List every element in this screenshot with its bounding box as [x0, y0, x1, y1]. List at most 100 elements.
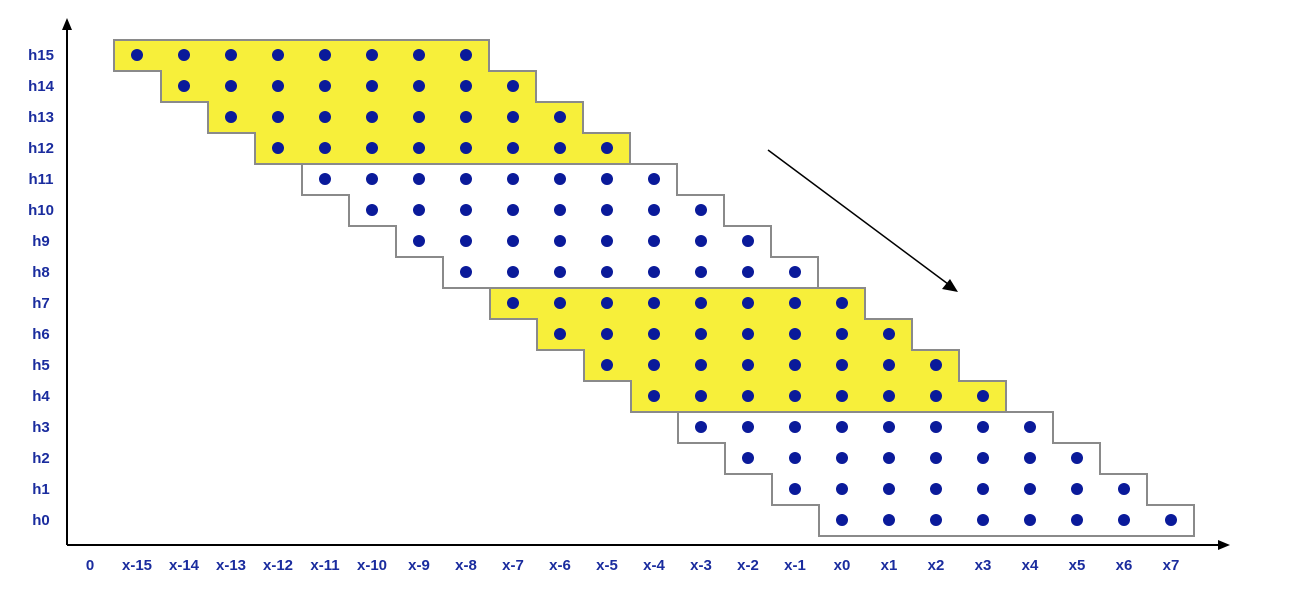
dot-h14-x-13 [225, 80, 237, 92]
dot-h6-x-2 [742, 328, 754, 340]
dot-h7-x-2 [742, 297, 754, 309]
dot-h12-x-7 [507, 142, 519, 154]
dot-h11-x-9 [413, 173, 425, 185]
row-label-h9: h9 [32, 233, 50, 250]
column-label-x-3: x-3 [690, 557, 712, 574]
y-axis-arrowhead [62, 18, 72, 30]
dot-h14-x-11 [319, 80, 331, 92]
column-label-x-13: x-13 [216, 557, 246, 574]
direction-arrow [767, 149, 958, 292]
dot-h10-x-6 [554, 204, 566, 216]
dot-h3-x4 [1024, 421, 1036, 433]
dot-h0-x2 [930, 514, 942, 526]
dot-h4-x-4 [648, 390, 660, 402]
dot-h3-x-2 [742, 421, 754, 433]
dot-h14-x-9 [413, 80, 425, 92]
dot-h3-x3 [977, 421, 989, 433]
dot-h14-x-8 [460, 80, 472, 92]
dot-h15-x-14 [178, 49, 190, 61]
dot-h6-x-4 [648, 328, 660, 340]
column-label-x-1: x-1 [784, 557, 806, 574]
direction-arrowhead [942, 279, 958, 292]
dot-h15-x-8 [460, 49, 472, 61]
dot-h2-x3 [977, 452, 989, 464]
dot-h10-x-9 [413, 204, 425, 216]
dot-h3-x1 [883, 421, 895, 433]
dot-h9-x-9 [413, 235, 425, 247]
dot-h11-x-6 [554, 173, 566, 185]
dot-h10-x-3 [695, 204, 707, 216]
dot-h2-x-1 [789, 452, 801, 464]
dot-h15-x-13 [225, 49, 237, 61]
direction-arrow-line [767, 149, 949, 285]
dot-h12-x-10 [366, 142, 378, 154]
dot-h13-x-8 [460, 111, 472, 123]
dot-h12-x-6 [554, 142, 566, 154]
dot-h0-x7 [1165, 514, 1177, 526]
dot-h13-x-6 [554, 111, 566, 123]
column-label-0: 0 [86, 557, 94, 574]
dot-h8-x-6 [554, 266, 566, 278]
blocks-layer [113, 39, 1195, 537]
dot-h9-x-2 [742, 235, 754, 247]
row-label-h12: h12 [28, 140, 54, 157]
row-label-h10: h10 [28, 202, 54, 219]
dot-h15-x-11 [319, 49, 331, 61]
row-label-h1: h1 [32, 481, 50, 498]
dot-h6-x1 [883, 328, 895, 340]
dot-h5-x-3 [695, 359, 707, 371]
dot-h8-x-3 [695, 266, 707, 278]
dot-h9-x-4 [648, 235, 660, 247]
dot-h5-x0 [836, 359, 848, 371]
dot-h9-x-6 [554, 235, 566, 247]
dot-h6-x-5 [601, 328, 613, 340]
dot-h8-x-7 [507, 266, 519, 278]
dot-h9-x-7 [507, 235, 519, 247]
row-label-h11: h11 [28, 171, 53, 188]
row-label-h7: h7 [32, 295, 50, 312]
dot-h10-x-5 [601, 204, 613, 216]
row-label-h14: h14 [28, 78, 55, 95]
column-label-x-6: x-6 [549, 557, 571, 574]
dot-h14-x-12 [272, 80, 284, 92]
dot-h13-x-10 [366, 111, 378, 123]
dot-h1-x5 [1071, 483, 1083, 495]
column-label-x3: x3 [975, 557, 992, 574]
column-label-x7: x7 [1163, 557, 1180, 574]
dot-h3-x-3 [695, 421, 707, 433]
dot-h1-x1 [883, 483, 895, 495]
dot-h6-x-6 [554, 328, 566, 340]
dot-h15-x-10 [366, 49, 378, 61]
dot-h7-x-6 [554, 297, 566, 309]
dot-h2-x5 [1071, 452, 1083, 464]
dot-h0-x1 [883, 514, 895, 526]
dot-h10-x-4 [648, 204, 660, 216]
column-label-x-14: x-14 [169, 557, 200, 574]
dot-h7-x-5 [601, 297, 613, 309]
dot-h11-x-8 [460, 173, 472, 185]
dot-h7-x-1 [789, 297, 801, 309]
axes-layer [62, 18, 1230, 550]
dot-h7-x-3 [695, 297, 707, 309]
column-label-x0: x0 [834, 557, 851, 574]
dot-h7-x-4 [648, 297, 660, 309]
dot-h5-x-5 [601, 359, 613, 371]
dot-h14-x-7 [507, 80, 519, 92]
dot-h10-x-10 [366, 204, 378, 216]
dot-h8-x-4 [648, 266, 660, 278]
dot-h15-x-15 [131, 49, 143, 61]
dot-h1-x0 [836, 483, 848, 495]
dot-h11-x-11 [319, 173, 331, 185]
dot-h9-x-3 [695, 235, 707, 247]
dot-h1-x6 [1118, 483, 1130, 495]
row-label-h8: h8 [32, 264, 50, 281]
dot-h11-x-7 [507, 173, 519, 185]
dot-h9-x-5 [601, 235, 613, 247]
row-label-h15: h15 [28, 47, 54, 64]
plain-block-3 [677, 411, 1195, 537]
dot-h3-x-1 [789, 421, 801, 433]
dot-h0-x0 [836, 514, 848, 526]
dot-h4-x0 [836, 390, 848, 402]
